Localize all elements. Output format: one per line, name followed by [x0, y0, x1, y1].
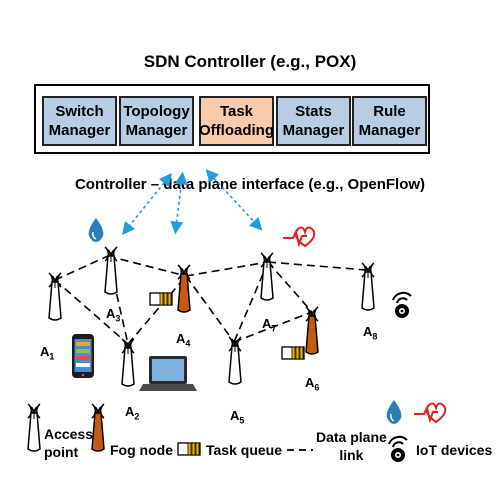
label-a4: A4	[176, 331, 191, 349]
fog-node-a4	[177, 264, 191, 313]
access-point-a7	[260, 252, 274, 301]
module-switch-manager: Switch Manager	[42, 96, 117, 146]
access-point-a3	[104, 246, 118, 295]
interface-arrows	[121, 169, 263, 235]
legend-iot-devices-label: IoT devices	[416, 442, 493, 458]
controller-title: SDN Controller (e.g., POX)	[143, 52, 357, 71]
controller-box	[34, 84, 430, 154]
module-stats-manager: Stats Manager	[276, 96, 351, 146]
legend-camera-icon	[388, 435, 408, 463]
module-rule-manager: Rule Manager	[352, 96, 427, 146]
access-point-a5	[228, 336, 242, 385]
water-drop-icon	[87, 217, 105, 243]
label-a2: A2	[125, 404, 140, 422]
legend-access-point-label: Access point	[44, 426, 94, 460]
legend-data-plane-link-label: Data plane link	[316, 429, 387, 463]
legend-task-queue-label: Task queue	[206, 442, 282, 458]
camera-icon	[392, 291, 412, 319]
label-a3: A3	[106, 306, 121, 324]
task-queue-a6	[281, 346, 305, 360]
module-topology-manager: Topology Manager	[119, 96, 194, 146]
data-plane-links	[54, 255, 367, 345]
module-task-offloading: Task Offloading	[199, 96, 274, 146]
legend-task-queue-icon	[177, 442, 201, 456]
access-point-a1	[48, 272, 62, 321]
legend-fog-node-label: Fog node	[110, 442, 173, 458]
legend-access-point-icon	[27, 403, 41, 452]
task-queue-a4	[149, 292, 173, 306]
label-a7: A7	[262, 316, 277, 334]
heart-rate-icon	[282, 226, 316, 247]
laptop-icon	[139, 356, 197, 391]
label-a5: A5	[230, 408, 245, 426]
access-point-a2	[121, 338, 135, 387]
label-a1: A1	[40, 344, 55, 362]
legend-water-drop-icon	[385, 399, 403, 425]
smartphone-icon	[72, 334, 94, 378]
label-a8: A8	[363, 324, 378, 342]
legend-fog-node-icon	[91, 403, 105, 452]
label-a6: A6	[305, 375, 320, 393]
legend-heart-rate-icon	[413, 402, 447, 423]
